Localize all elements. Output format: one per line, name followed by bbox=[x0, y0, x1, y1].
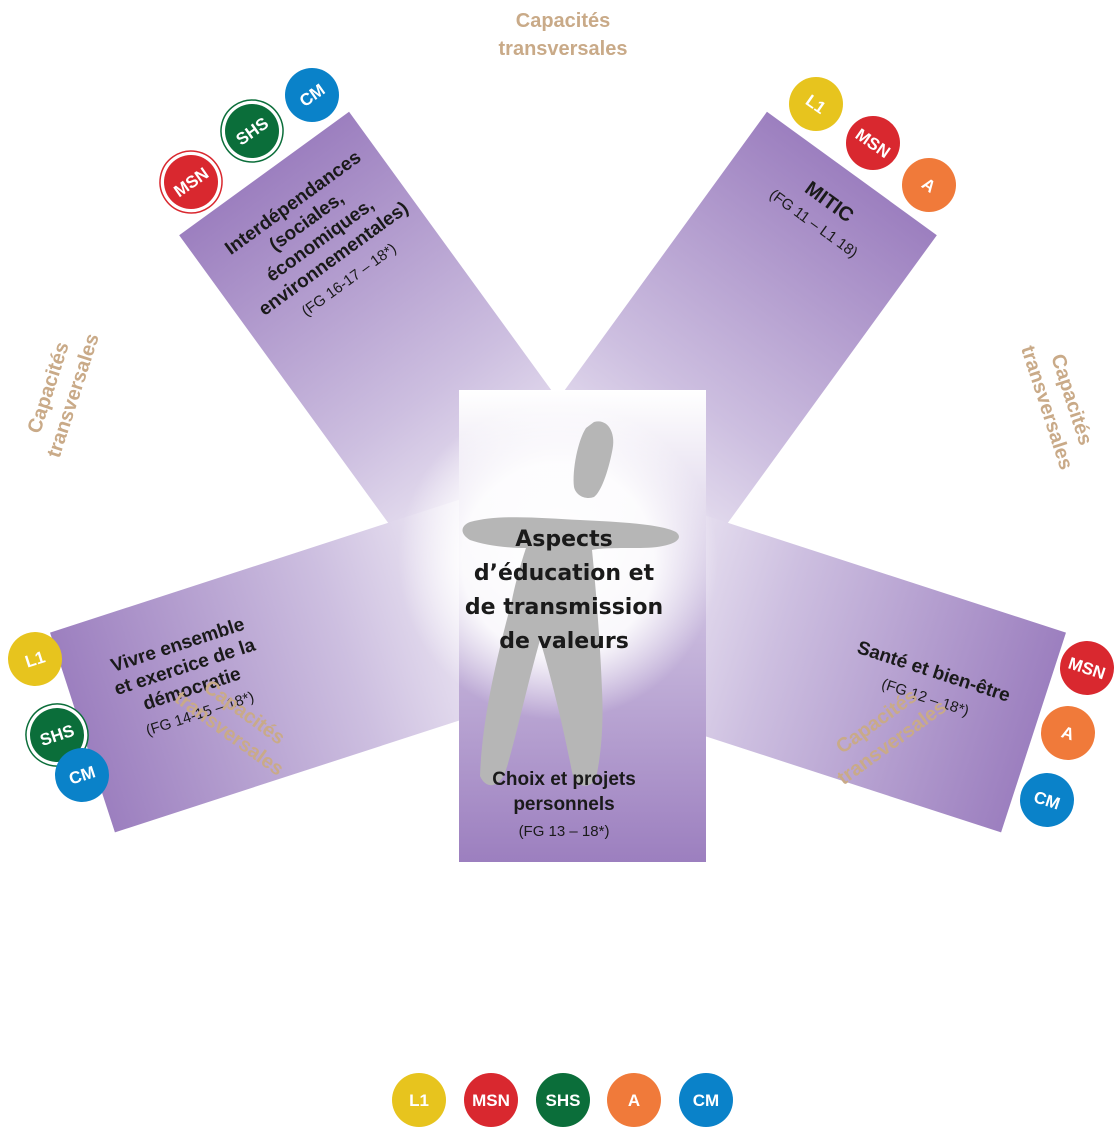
badge-disc bbox=[225, 104, 279, 158]
badge-top-right-msn: MSN bbox=[846, 116, 900, 170]
badge-disc bbox=[285, 68, 339, 122]
badge-left-cm: CM bbox=[55, 748, 109, 802]
badge-top-left-shs: SHS bbox=[220, 99, 284, 163]
badge-disc bbox=[464, 1073, 518, 1127]
capacites-top: Capacités transversales bbox=[499, 10, 628, 60]
choix-code: (FG 13 – 18*) bbox=[519, 823, 610, 840]
choix-title-1: Choix et projets bbox=[492, 769, 636, 790]
badge-label: A bbox=[628, 1091, 640, 1110]
human-figure-icon bbox=[462, 421, 679, 786]
badge-disc bbox=[1020, 773, 1074, 827]
badge-right-cm: CM bbox=[1020, 773, 1074, 827]
badge-label: L1 bbox=[409, 1091, 429, 1110]
capacites-top-2: transversales bbox=[499, 38, 628, 60]
center-line-1: Aspects bbox=[515, 527, 612, 552]
badge-disc bbox=[1041, 706, 1095, 760]
center-line-2: d’éducation et bbox=[474, 561, 655, 586]
badge-bottom-msn: MSN bbox=[464, 1073, 518, 1127]
badge-bottom-shs: SHS bbox=[536, 1073, 590, 1127]
badge-top-right-a: A bbox=[902, 158, 956, 212]
badge-disc bbox=[8, 632, 62, 686]
choix-title-2: personnels bbox=[513, 794, 614, 815]
badge-disc bbox=[607, 1073, 661, 1127]
badge-disc bbox=[902, 158, 956, 212]
center-line-3: de transmission bbox=[465, 595, 663, 620]
badge-top-right-l1: L1 bbox=[789, 77, 843, 131]
label-choix: Choix et projets personnels (FG 13 – 18*… bbox=[492, 769, 636, 840]
badge-disc bbox=[30, 708, 84, 762]
badge-disc bbox=[1060, 641, 1114, 695]
badge-disc bbox=[164, 155, 218, 209]
capacites-left: Capacités transversales bbox=[24, 331, 104, 460]
capacites-top-1: Capacités bbox=[516, 10, 611, 32]
badge-disc bbox=[789, 77, 843, 131]
badge-disc bbox=[679, 1073, 733, 1127]
capacites-right: Capacités transversales bbox=[1016, 343, 1096, 472]
center-line-4: de valeurs bbox=[499, 629, 629, 654]
badge-right-msn: MSN bbox=[1060, 641, 1114, 695]
badge-bottom-a: A bbox=[607, 1073, 661, 1127]
badge-label: CM bbox=[693, 1091, 719, 1110]
badge-bottom-l1: L1 bbox=[392, 1073, 446, 1127]
badge-disc bbox=[536, 1073, 590, 1127]
center-title: Aspects d’éducation et de transmission d… bbox=[465, 527, 663, 654]
badge-label: SHS bbox=[546, 1091, 581, 1110]
badge-right-a: A bbox=[1041, 706, 1095, 760]
arms-group bbox=[50, 111, 1066, 862]
badge-disc bbox=[55, 748, 109, 802]
badge-label: MSN bbox=[472, 1091, 510, 1110]
badge-label: A bbox=[1059, 723, 1077, 745]
badge-disc bbox=[392, 1073, 446, 1127]
badge-left-l1: L1 bbox=[8, 632, 62, 686]
badge-disc bbox=[846, 116, 900, 170]
badge-top-left-cm: CM bbox=[285, 68, 339, 122]
badge-bottom-cm: CM bbox=[679, 1073, 733, 1127]
badge-top-left-msn: MSN bbox=[159, 150, 223, 214]
